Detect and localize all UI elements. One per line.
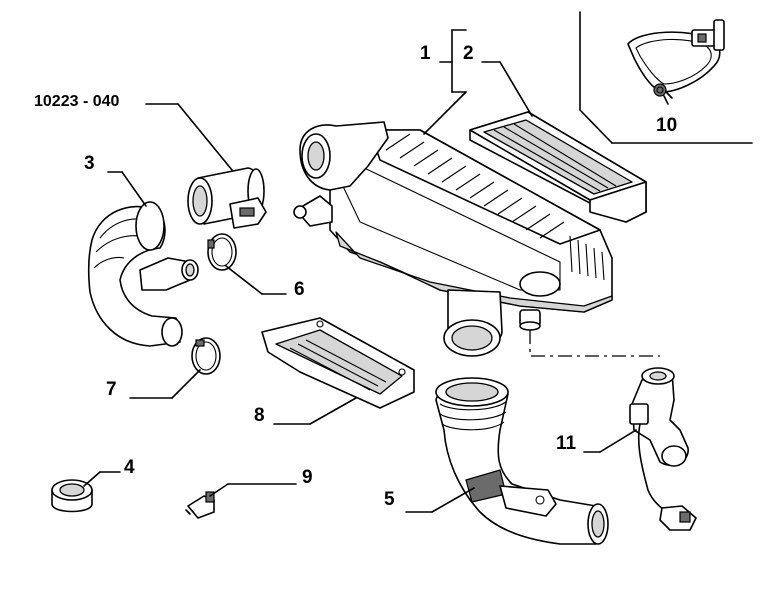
position-line bbox=[529, 330, 660, 357]
callout-8: 8 bbox=[254, 405, 265, 426]
rubber-grommet-part bbox=[51, 479, 93, 513]
callout-1: 1 bbox=[420, 43, 431, 64]
intake-duct-part bbox=[435, 377, 609, 545]
sensor-plug-part bbox=[185, 491, 215, 519]
callout-11: 11 bbox=[556, 433, 577, 454]
valve-with-wiring-part bbox=[629, 367, 697, 531]
callout-10: 10 bbox=[656, 115, 678, 136]
air-filter-element-part bbox=[469, 111, 647, 223]
callout-4: 4 bbox=[124, 457, 135, 478]
hose-clamp-part bbox=[207, 233, 237, 271]
inset-frame bbox=[579, 11, 753, 144]
elbow-hose-part bbox=[87, 201, 199, 347]
clamp-with-screw-part bbox=[627, 19, 725, 99]
callout-5: 5 bbox=[384, 489, 395, 510]
callout-3: 3 bbox=[84, 153, 95, 174]
heat-shield-part bbox=[261, 317, 415, 409]
hose-clamp-part bbox=[191, 337, 221, 375]
air-cleaner-housing-part bbox=[293, 121, 613, 357]
air-flow-meter-part bbox=[187, 167, 267, 229]
leader-lines bbox=[83, 29, 669, 513]
part-reference-number: 10223 - 040 bbox=[34, 93, 120, 110]
callout-6: 6 bbox=[294, 279, 305, 300]
callout-2: 2 bbox=[463, 43, 474, 64]
callout-9: 9 bbox=[302, 467, 313, 488]
callout-7: 7 bbox=[106, 379, 117, 400]
